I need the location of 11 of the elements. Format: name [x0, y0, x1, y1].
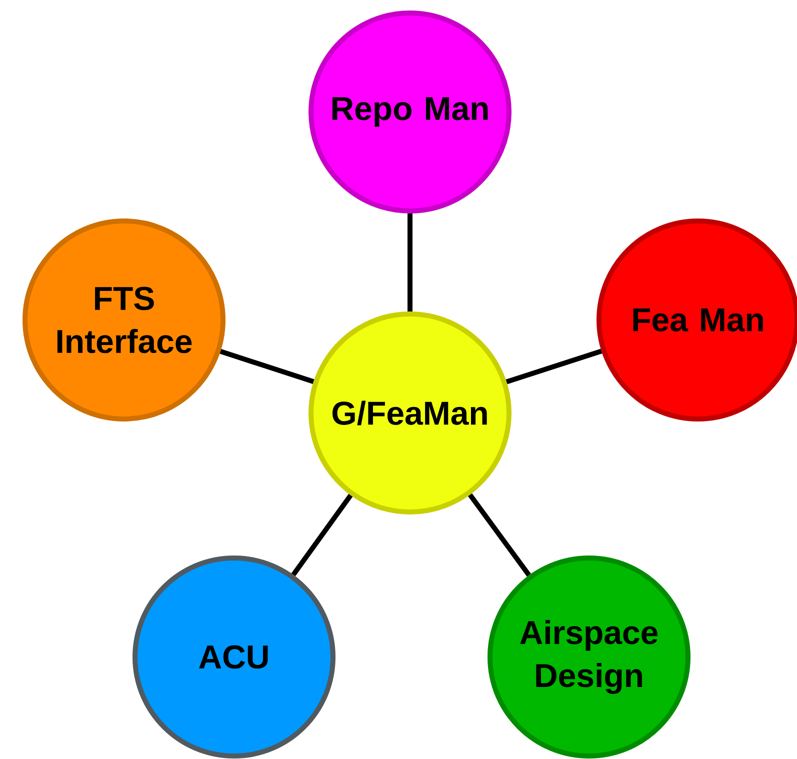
connector-line	[468, 493, 531, 577]
circle-node: G/FeaMan	[308, 311, 512, 514]
circle-node: Fea Man	[596, 218, 797, 422]
connector-line	[506, 348, 602, 384]
circle-node: FTS Interface	[22, 218, 226, 422]
circle-node: Airspace Design	[488, 555, 690, 758]
circle-node: Repo Man	[308, 10, 512, 214]
connector-line	[220, 349, 314, 384]
circle-node: ACU	[132, 555, 336, 758]
connector-line	[291, 494, 353, 576]
connector-line	[408, 213, 412, 312]
